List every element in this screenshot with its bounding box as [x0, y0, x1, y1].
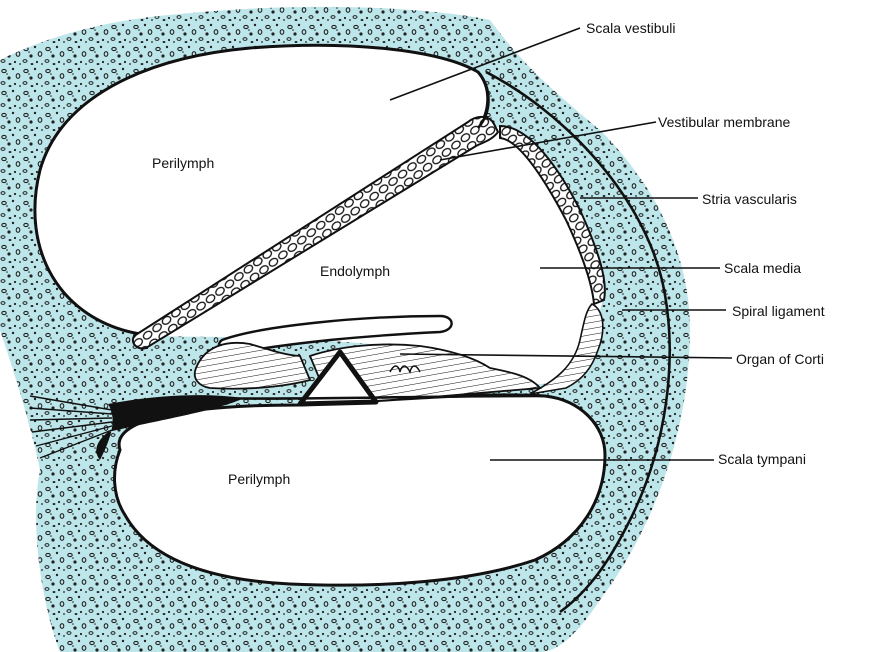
label-scala-tympani: Scala tympani [718, 451, 806, 467]
label-organ-of-corti: Organ of Corti [736, 351, 824, 367]
hair-cells [389, 365, 421, 375]
stria-vascularis [499, 124, 606, 306]
leader-vestibular-membrane [439, 121, 657, 161]
scala-tympani-chamber [113, 393, 607, 587]
label-endolymph: Endolymph [320, 263, 390, 279]
label-perilymph-lower: Perilymph [228, 471, 290, 487]
spiral-limbus [193, 341, 312, 390]
label-spiral-ligament: Spiral ligament [732, 303, 825, 319]
leader-scala-vestibuli [389, 27, 581, 101]
leader-lines [389, 27, 733, 461]
leader-organ-of-corti [399, 353, 733, 359]
cochlear-nerve-fibres [29, 395, 113, 459]
tunnel-of-corti [297, 349, 379, 407]
label-stria-vascularis: Stria vascularis [702, 191, 797, 207]
vestibular-membrane [132, 116, 500, 350]
label-perilymph-upper: Perilymph [152, 155, 214, 171]
scala-media-chamber [140, 126, 604, 385]
label-scala-vestibuli: Scala vestibuli [586, 20, 676, 36]
label-vestibular-membrane: Vestibular membrane [658, 114, 791, 130]
label-scala-media: Scala media [724, 260, 801, 276]
spiral-ligament-tissue [529, 303, 604, 395]
osseous-spiral-lamina [96, 395, 244, 460]
